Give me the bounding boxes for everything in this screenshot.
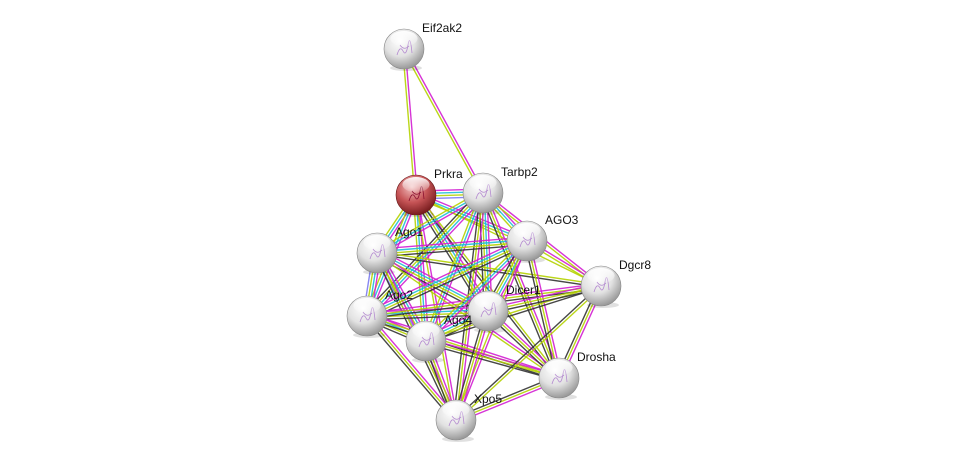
node-Dgcr8[interactable]: Dgcr8 <box>580 258 651 308</box>
node-highlight <box>412 323 440 339</box>
edge-line-textmining <box>423 238 526 340</box>
node-highlight <box>469 175 497 191</box>
node-AGO3[interactable]: AGO3 <box>506 213 579 263</box>
edge-line-databases <box>425 240 528 342</box>
edge-Eif2ak2-Prkra[interactable] <box>402 48 418 196</box>
node-highlight <box>353 298 381 314</box>
node-highlight <box>363 235 391 251</box>
edge-line-databases <box>415 194 427 342</box>
node-label: Eif2ak2 <box>422 21 462 35</box>
edge-line-databases <box>367 193 485 318</box>
edge-line-databases <box>376 239 527 253</box>
node-highlight <box>390 30 418 47</box>
edge-line-textmining <box>367 241 528 318</box>
edge-line-experiments <box>368 313 459 419</box>
edge-line-experiments <box>426 337 560 377</box>
edge-line-experiments <box>456 241 529 421</box>
edge-line-experiments <box>417 194 430 341</box>
edge-line-textmining <box>377 241 528 255</box>
node-label: Ago1 <box>395 225 423 239</box>
node-Tarbp2[interactable]: Tarbp2 <box>462 165 538 215</box>
node-highlight <box>402 177 430 193</box>
edge-line-experiments <box>369 195 487 320</box>
edge-Ago4-Dgcr8[interactable] <box>425 284 602 343</box>
edge-line-textmining <box>482 192 560 379</box>
edge-line-textmining <box>402 49 483 194</box>
node-highlight <box>545 360 573 376</box>
edge-line-coexpression <box>425 342 559 382</box>
edge-line-coexpression <box>479 193 558 380</box>
edge-line-coexpression <box>414 195 559 380</box>
edge-line-textmining <box>375 190 483 252</box>
edge-line-experiments <box>528 240 563 378</box>
node-highlight <box>474 293 502 309</box>
node-highlight <box>513 223 541 239</box>
edge-line-experiments <box>404 48 485 193</box>
node-label: Ago4 <box>444 313 472 327</box>
edge-line-textmining <box>366 315 560 379</box>
node-label: Dicer1 <box>506 283 541 297</box>
node-Drosha[interactable]: Drosha <box>538 350 616 400</box>
node-label: AGO3 <box>545 213 579 227</box>
edge-line-experiments <box>376 236 527 250</box>
edge-line-experiments <box>367 312 561 377</box>
edge-line-databases <box>366 239 527 316</box>
edge-line-textmining <box>425 284 601 341</box>
edge-AGO3-Drosha[interactable] <box>523 240 563 379</box>
edge-line-coexpression <box>454 284 601 420</box>
edge-line-coexpression <box>412 196 486 314</box>
edge-Ago1-Dgcr8[interactable] <box>376 251 602 288</box>
edge-line-coexpression <box>523 241 558 379</box>
edge-Ago2-Xpo5[interactable] <box>364 313 459 423</box>
edge-line-textmining <box>366 315 457 421</box>
node-Ago1[interactable]: Ago1 <box>356 225 423 275</box>
edge-line-textmining <box>402 49 416 196</box>
edge-line-experiments <box>378 248 491 309</box>
edge-line-coexpression <box>364 317 455 423</box>
edge-line-coexpression <box>363 189 481 314</box>
edge-line-coexpression <box>376 253 601 288</box>
edge-line-coexpression <box>365 317 559 382</box>
edge-line-databases <box>425 192 484 342</box>
node-Prkra[interactable]: Prkra <box>395 167 463 217</box>
edge-Ago2-AGO3[interactable] <box>365 236 529 321</box>
node-label: Prkra <box>434 167 463 181</box>
edge-Ago4-Drosha[interactable] <box>425 337 560 382</box>
edge-line-coexpression <box>426 286 602 343</box>
edge-line-textmining <box>526 240 560 379</box>
edge-line-experiments <box>365 236 526 314</box>
node-label: Dgcr8 <box>619 258 651 272</box>
node-Ago2[interactable]: Ago2 <box>346 288 413 338</box>
node-label: Tarbp2 <box>501 165 538 179</box>
node-label: Ago2 <box>385 288 413 302</box>
node-label: Xpo5 <box>474 392 502 406</box>
edge-Ago2-Drosha[interactable] <box>365 312 561 382</box>
edge-line-textmining <box>456 286 603 422</box>
node-Eif2ak2[interactable]: Eif2ak2 <box>383 21 462 71</box>
node-Xpo5[interactable]: Xpo5 <box>435 392 502 442</box>
edge-line-textmining <box>377 251 602 286</box>
edge-line-databases <box>376 192 484 254</box>
node-Ago4[interactable]: Ago4 <box>405 313 472 363</box>
edge-line-textmining <box>425 340 560 379</box>
edge-line-experiments <box>404 48 418 195</box>
node-Dicer1[interactable]: Dicer1 <box>467 283 541 333</box>
node-label: Drosha <box>577 350 616 364</box>
edge-Eif2ak2-Tarbp2[interactable] <box>402 48 485 194</box>
edge-line-coexpression <box>368 243 529 321</box>
node-highlight <box>442 402 470 418</box>
edge-Dgcr8-Xpo5[interactable] <box>454 284 603 422</box>
node-highlight <box>587 268 615 284</box>
